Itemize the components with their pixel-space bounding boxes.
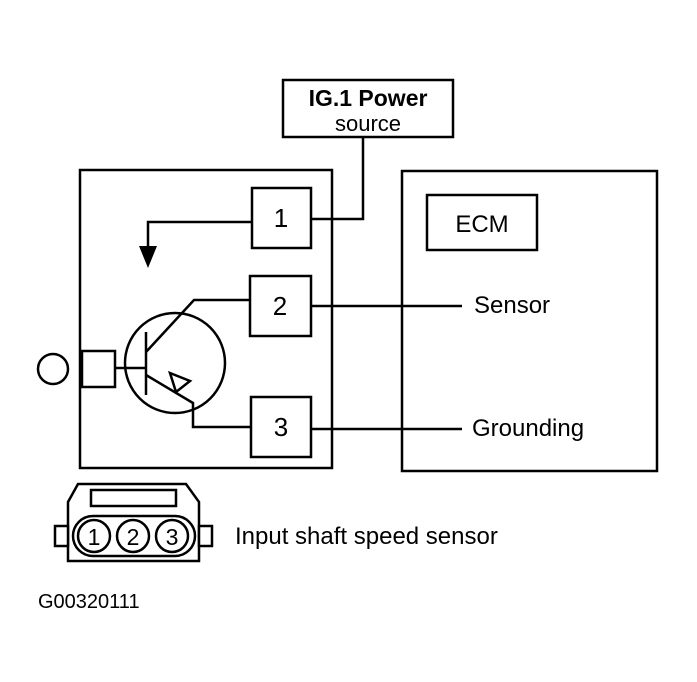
connector-pin-3-label: 3 [166, 524, 179, 550]
terminal-1-label: 1 [274, 203, 288, 233]
connector-pin-2-label: 2 [127, 524, 140, 550]
terminal-3-label: 3 [274, 412, 288, 442]
down-arrow-icon [139, 246, 157, 268]
sensor-head [80, 349, 117, 389]
terminal-1: 1 [250, 186, 313, 250]
connector-pin-3: 3 [154, 518, 190, 554]
connector-caption: Input shaft speed sensor [235, 523, 498, 550]
ecm-label: ECM [455, 211, 508, 238]
connector-pin-1-label: 1 [88, 524, 101, 550]
transistor-symbol [116, 298, 251, 429]
figure-id: G00320111 [38, 591, 140, 613]
ecm-label-box: ECM [425, 193, 539, 252]
connector-pin-2: 2 [115, 518, 151, 554]
terminal-2: 2 [248, 274, 313, 338]
supply-arrow-line [146, 220, 252, 250]
connector-pin-1: 1 [76, 518, 112, 554]
power-wire [311, 137, 365, 221]
power-source-line1: IG.1 Power [309, 85, 428, 111]
power-source-box: IG.1 Power source [281, 78, 455, 139]
grounding-signal-label: Grounding [472, 415, 584, 442]
target-wheel-circle [36, 352, 70, 386]
emitter-arrow-icon [168, 370, 193, 395]
connector-drawing: 1 2 3 [53, 482, 214, 563]
sensor-signal-label: Sensor [474, 292, 550, 319]
power-source-line2: source [335, 111, 401, 136]
terminal-2-label: 2 [273, 291, 287, 321]
terminal-3: 3 [249, 395, 313, 459]
